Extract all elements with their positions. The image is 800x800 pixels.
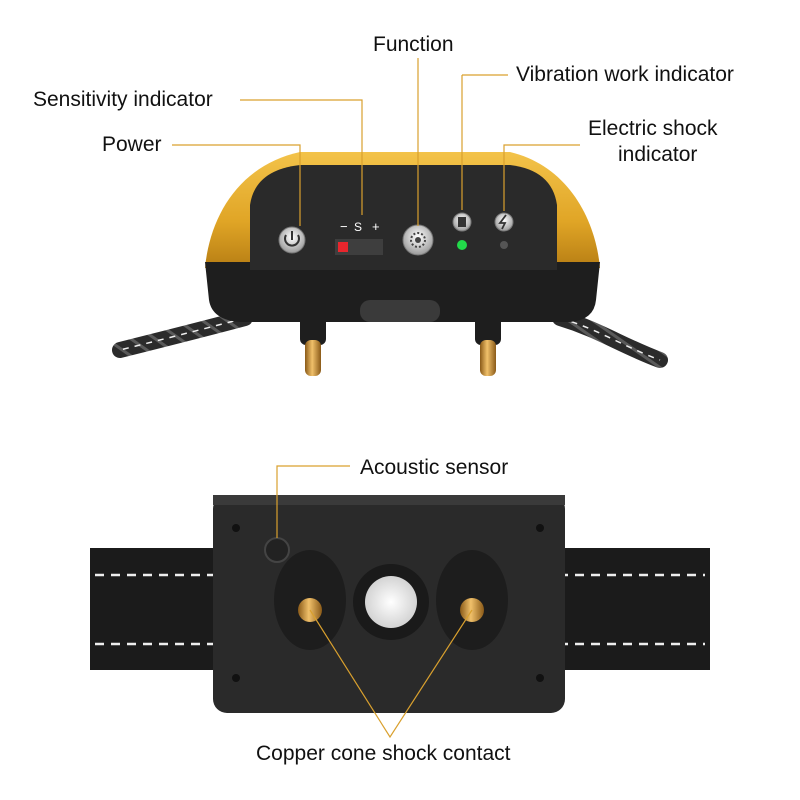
panel-s: S (354, 220, 362, 234)
power-icon (278, 226, 306, 254)
function-icon (402, 224, 434, 256)
label-acoustic-sensor: Acoustic sensor (360, 456, 509, 479)
vibration-icon (452, 212, 472, 232)
electric-shock-icon (494, 212, 514, 232)
panel-plus: + (372, 219, 380, 234)
label-shock-indicator-line1: Electric shock (588, 117, 718, 140)
right-rope (552, 310, 668, 368)
panel-minus: − (340, 219, 348, 234)
shock-led (500, 241, 508, 249)
label-function: Function (373, 33, 454, 56)
top-leader-lines (172, 58, 580, 226)
label-copper-contact: Copper cone shock contact (256, 742, 511, 765)
bottom-device (90, 495, 710, 713)
sensitivity-display: − S + (335, 219, 383, 255)
label-shock-indicator-line2: indicator (618, 143, 698, 166)
vibration-led (457, 240, 467, 250)
control-panel (250, 165, 557, 270)
label-power: Power (102, 133, 162, 156)
label-vibration-indicator: Vibration work indicator (516, 63, 734, 86)
black-base (205, 262, 600, 322)
label-sensitivity-indicator: Sensitivity indicator (33, 88, 213, 111)
bottom-leader-lines (276, 465, 473, 739)
top-device: − S + (112, 152, 668, 376)
acoustic-sensor (264, 537, 290, 563)
center-sensor (365, 576, 417, 628)
